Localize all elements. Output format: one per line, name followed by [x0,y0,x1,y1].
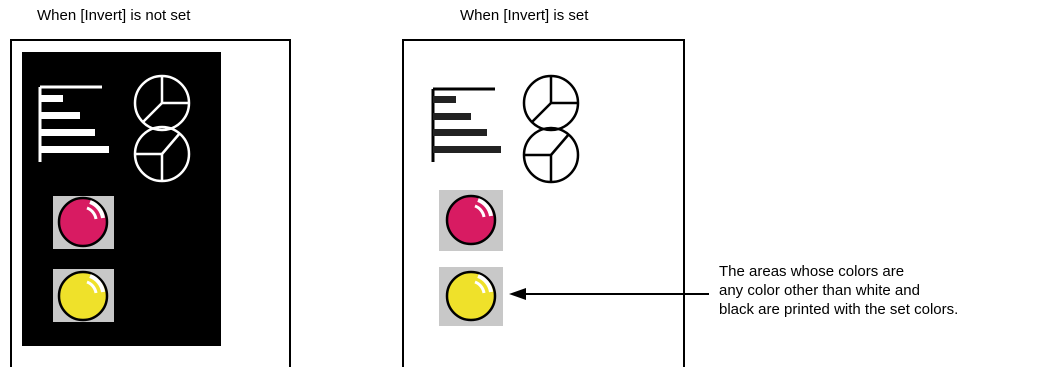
bar-chart-icon [431,87,501,162]
panel-left-graphics [38,74,191,322]
pie-chart-icon [133,125,191,183]
caption-invert-not-set: When [Invert] is not set [37,7,191,24]
note-line: The areas whose colors are [719,263,905,280]
panel-invert-set [402,39,685,367]
pie-chart-icon [522,126,580,184]
bar [433,96,456,103]
bar [433,146,501,153]
bar [40,129,95,136]
note-line: black are printed with the set colors. [719,301,959,318]
pie-chart-icon [133,74,191,132]
bar-chart-icon [38,85,109,162]
bar [433,113,471,120]
panel-right-graphics [431,74,580,326]
yellow-clock-icon [439,267,503,326]
bar [40,112,80,119]
yellow-clock-icon [53,269,114,322]
annotation-note: The areas whose colors are any color oth… [719,262,958,319]
caption-invert-set: When [Invert] is set [460,7,589,24]
magenta-clock-icon [53,196,114,249]
note-line: any color other than white and [719,282,920,299]
panel-invert-not-set [10,39,291,367]
bar [40,146,109,153]
bar [40,95,63,102]
magenta-clock-icon [439,190,503,251]
bar [433,129,487,136]
pie-chart-icon [522,74,580,132]
